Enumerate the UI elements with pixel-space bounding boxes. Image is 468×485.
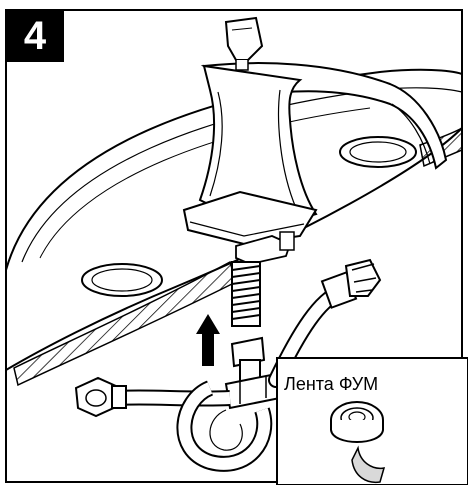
up-arrow-icon (196, 314, 220, 366)
mounting-bracket (235, 231, 295, 265)
faucet-hole-left (81, 263, 163, 297)
tee-connector (224, 336, 282, 410)
threaded-shank (231, 261, 261, 327)
panel-border (5, 9, 463, 483)
ptfe-tape-roll (330, 401, 386, 484)
faucet-hole-right (339, 136, 417, 168)
faucet-spout (182, 16, 448, 246)
inset-label: Лента ФУМ (284, 374, 379, 394)
supply-hose-left (74, 376, 273, 472)
inset-box (276, 357, 468, 485)
step-number-badge: 4 (6, 10, 64, 62)
